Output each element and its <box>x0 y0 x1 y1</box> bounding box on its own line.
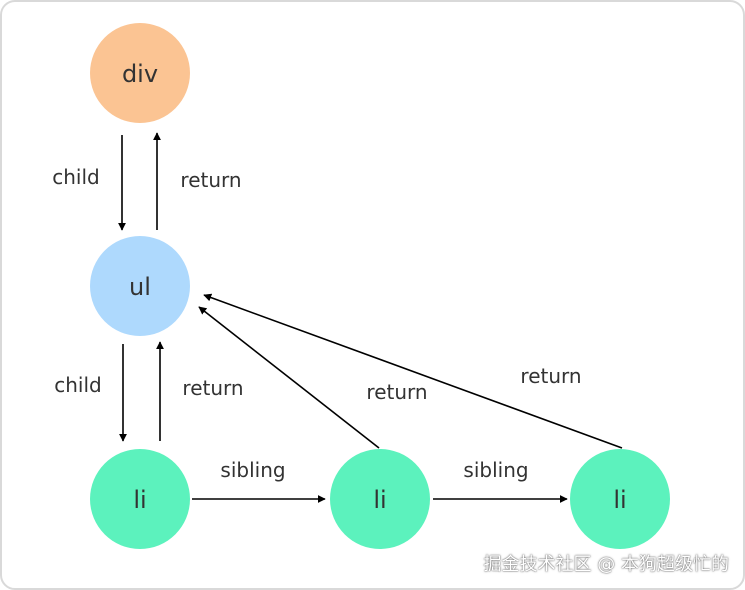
node-div-circle <box>90 23 190 123</box>
edge-label-li1-li2-sibling: sibling <box>220 458 285 482</box>
node-ul: ul <box>90 236 190 336</box>
watermark: 掘金技术社区 @ 本狗超级忙的 <box>483 554 729 575</box>
node-li-2: li <box>330 449 430 549</box>
node-div-label: div <box>122 60 158 88</box>
edge-label-ul-li1-child: child <box>54 373 101 397</box>
node-li-2-label: li <box>373 486 386 514</box>
edge-label-li2-ul-return: return <box>366 380 427 404</box>
node-li-3: li <box>570 449 670 549</box>
edge-li2-ul-return <box>198 306 380 449</box>
node-div: div <box>90 23 190 123</box>
node-li-3-circle <box>570 449 670 549</box>
node-li-3-label: li <box>613 486 626 514</box>
edge-label-ul-div-return: return <box>180 168 241 192</box>
edge-label-div-ul-child: child <box>52 165 99 189</box>
node-ul-label: ul <box>129 273 151 301</box>
node-ul-circle <box>90 236 190 336</box>
node-li-1: li <box>90 449 190 549</box>
node-li-2-circle <box>330 449 430 549</box>
edge-label-li3-ul-return: return <box>520 364 581 388</box>
edge-label-li1-ul-return: return <box>182 376 243 400</box>
edge-li3-ul-return <box>203 293 623 449</box>
node-li-1-circle <box>90 449 190 549</box>
node-li-1-label: li <box>133 486 146 514</box>
edge-label-li2-li3-sibling: sibling <box>463 458 528 482</box>
